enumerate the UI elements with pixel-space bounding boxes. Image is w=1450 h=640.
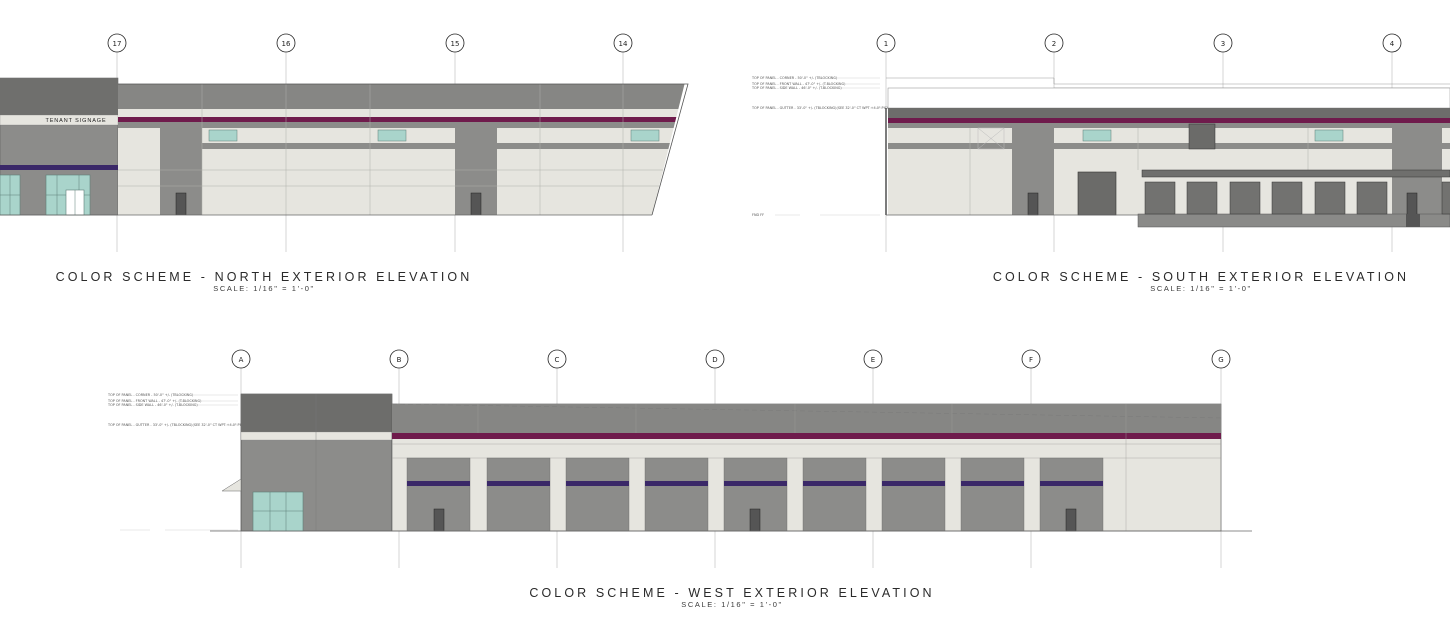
north-elevation-title: COLOR SCHEME - NORTH EXTERIOR ELEVATION <box>55 270 473 284</box>
grid-label: 14 <box>619 40 628 48</box>
grid-label: 16 <box>282 40 291 48</box>
level-note: TOP OF PANEL - CORNER - 50'-0" +/- (TBLO… <box>107 393 194 397</box>
west-grid-bubble: A <box>231 349 251 369</box>
south-grid-bubble: 3 <box>1213 33 1233 53</box>
clerestory-windows <box>208 129 660 142</box>
south-wall <box>886 77 1450 228</box>
entry-canopy <box>221 478 242 492</box>
west-office-block <box>221 393 393 532</box>
south-grid-bubble: 1 <box>876 33 896 53</box>
west-elevation-scale: SCALE: 1/16" = 1'-0" <box>681 600 783 609</box>
north-main-wall <box>118 84 688 215</box>
west-grid-bubble: F <box>1021 349 1041 369</box>
dock-canopy <box>1141 169 1450 178</box>
grid-label: C <box>555 356 560 364</box>
grid-label: F <box>1029 356 1033 364</box>
level-note: TOP OF PANEL - GUTTER - 33'-0" +/- (TBLO… <box>107 423 251 427</box>
south-grid-bubble: 2 <box>1044 33 1064 53</box>
man-door <box>1027 192 1039 216</box>
man-door <box>470 192 482 215</box>
west-grid-bubbles: A B C D E F G <box>231 349 1231 369</box>
man-door <box>1406 192 1418 216</box>
grid-label: 1 <box>884 40 888 48</box>
south-elevation: 1 2 3 4 TOP OF PANEL - CORNER - 50'-0" +… <box>751 33 1450 252</box>
rooftop-unit <box>1188 123 1216 150</box>
grid-label: 4 <box>1390 40 1395 48</box>
south-grid-bubbles: 1 2 3 4 <box>876 33 1402 53</box>
grid-label: A <box>239 356 244 364</box>
level-note: FND FF <box>752 213 764 217</box>
south-level-notes: TOP OF PANEL - CORNER - 50'-0" +/- (TBLO… <box>751 76 895 217</box>
grid-label: 17 <box>113 40 122 48</box>
warehouse-bays <box>406 457 1104 532</box>
west-grid-bubble: E <box>863 349 883 369</box>
south-grid-bubble: 4 <box>1382 33 1402 53</box>
grid-label: 2 <box>1052 40 1056 48</box>
west-grid-bubble: G <box>1211 349 1231 369</box>
boarded-window <box>977 127 1005 150</box>
level-note: TOP OF PANEL - FRONT WALL - 47'-0" +/- (… <box>751 82 846 86</box>
north-grid-bubble: 16 <box>276 33 296 53</box>
grid-label: 15 <box>451 40 460 48</box>
storefront-glazing <box>252 491 304 532</box>
west-elevation-title: COLOR SCHEME - WEST EXTERIOR ELEVATION <box>529 586 935 600</box>
grid-label: E <box>871 356 875 364</box>
grid-label: 3 <box>1221 40 1225 48</box>
clerestory-windows <box>1082 129 1344 142</box>
north-grid-bubble: 15 <box>445 33 465 53</box>
grid-label: B <box>397 356 402 364</box>
level-note: TOP OF PANEL - CORNER - 50'-0" +/- (TBLO… <box>751 76 838 80</box>
level-note: TOP OF PANEL - SIDE WALL - 46'-0" +/- (T… <box>751 86 842 90</box>
man-door <box>749 508 761 532</box>
level-note: TOP OF PANEL - GUTTER - 33'-0" +/- (TBLO… <box>751 106 895 110</box>
north-grid-bubble: 14 <box>613 33 633 53</box>
man-door <box>433 508 445 532</box>
north-grid-bubble: 17 <box>107 33 127 53</box>
purple-accent-bands <box>407 481 1103 486</box>
dock-doors <box>1144 181 1450 215</box>
level-note: TOP OF PANEL - SIDE WALL - 46'-0" +/- (T… <box>107 403 198 407</box>
south-elevation-title: COLOR SCHEME - SOUTH EXTERIOR ELEVATION <box>992 270 1410 284</box>
west-grid-bubble: B <box>389 349 409 369</box>
west-elevation: A B C D E F G TOP OF PANEL - CORNER - 50… <box>107 349 1252 568</box>
grid-label: D <box>712 356 717 364</box>
north-entrance-tower: TENANT SIGNAGE <box>0 77 119 216</box>
west-warehouse-wall <box>391 403 1222 532</box>
grid-label: G <box>1218 356 1223 364</box>
large-door <box>1077 171 1117 216</box>
south-elevation-scale: SCALE: 1/16" = 1'-0" <box>1150 284 1252 293</box>
north-elevation-scale: SCALE: 1/16" = 1'-0" <box>213 284 315 293</box>
man-door <box>175 192 187 215</box>
west-grid-bubble: D <box>705 349 725 369</box>
north-grid-bubbles: 17 16 15 14 <box>107 33 633 53</box>
man-door <box>1065 508 1077 532</box>
north-elevation: 17 16 15 14 TENANT SIGNAGE <box>0 33 689 252</box>
west-grid-bubble: C <box>547 349 567 369</box>
west-level-notes: TOP OF PANEL - CORNER - 50'-0" +/- (TBLO… <box>107 393 251 531</box>
tenant-signage: TENANT SIGNAGE <box>45 118 106 124</box>
dock-apron <box>1137 213 1450 228</box>
level-note: TOP OF PANEL - FRONT WALL - 47'-0" +/- (… <box>107 399 202 403</box>
